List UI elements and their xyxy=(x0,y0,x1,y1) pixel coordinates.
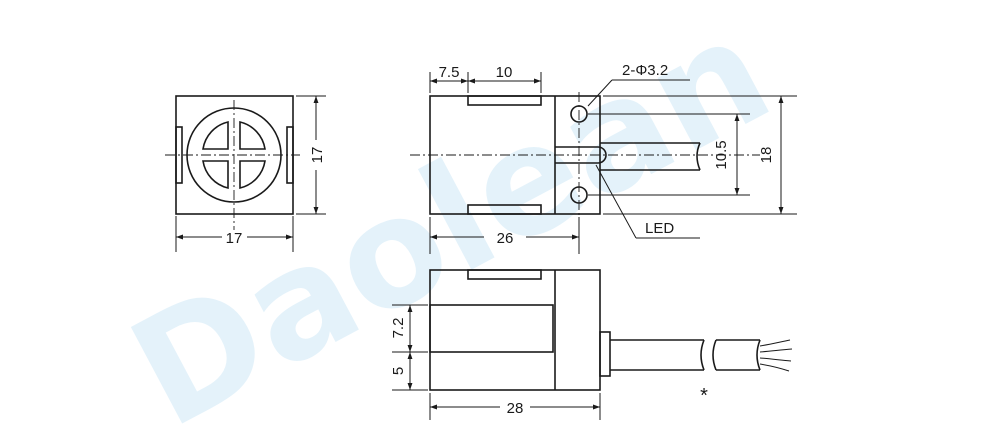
cable-wires xyxy=(759,339,793,372)
side-length-label: 28 xyxy=(507,400,524,417)
slot-width-label: 10 xyxy=(496,64,513,81)
lower-offset-label: 5 xyxy=(390,367,407,375)
body-height-label: 18 xyxy=(758,147,775,164)
led-label: LED xyxy=(645,220,674,237)
upper-offset-label: 7.2 xyxy=(390,318,407,339)
rear-depth-label: 7.5 xyxy=(439,64,460,81)
top-view: 2-Φ3.2 7.5 10 10.5 18 LED 26 xyxy=(410,62,797,254)
front-face-quadrants xyxy=(202,120,266,190)
cable-note-asterisk: * xyxy=(700,385,708,407)
front-width-label: 17 xyxy=(226,230,243,247)
front-height-label: 17 xyxy=(309,147,326,164)
front-view: 17 17 xyxy=(165,95,326,252)
side-view: * 7.2 5 28 xyxy=(390,269,793,420)
holes-label: 2-Φ3.2 xyxy=(622,62,668,79)
hole-pitch-label: 10.5 xyxy=(713,140,730,169)
top-length-label: 26 xyxy=(497,230,514,247)
